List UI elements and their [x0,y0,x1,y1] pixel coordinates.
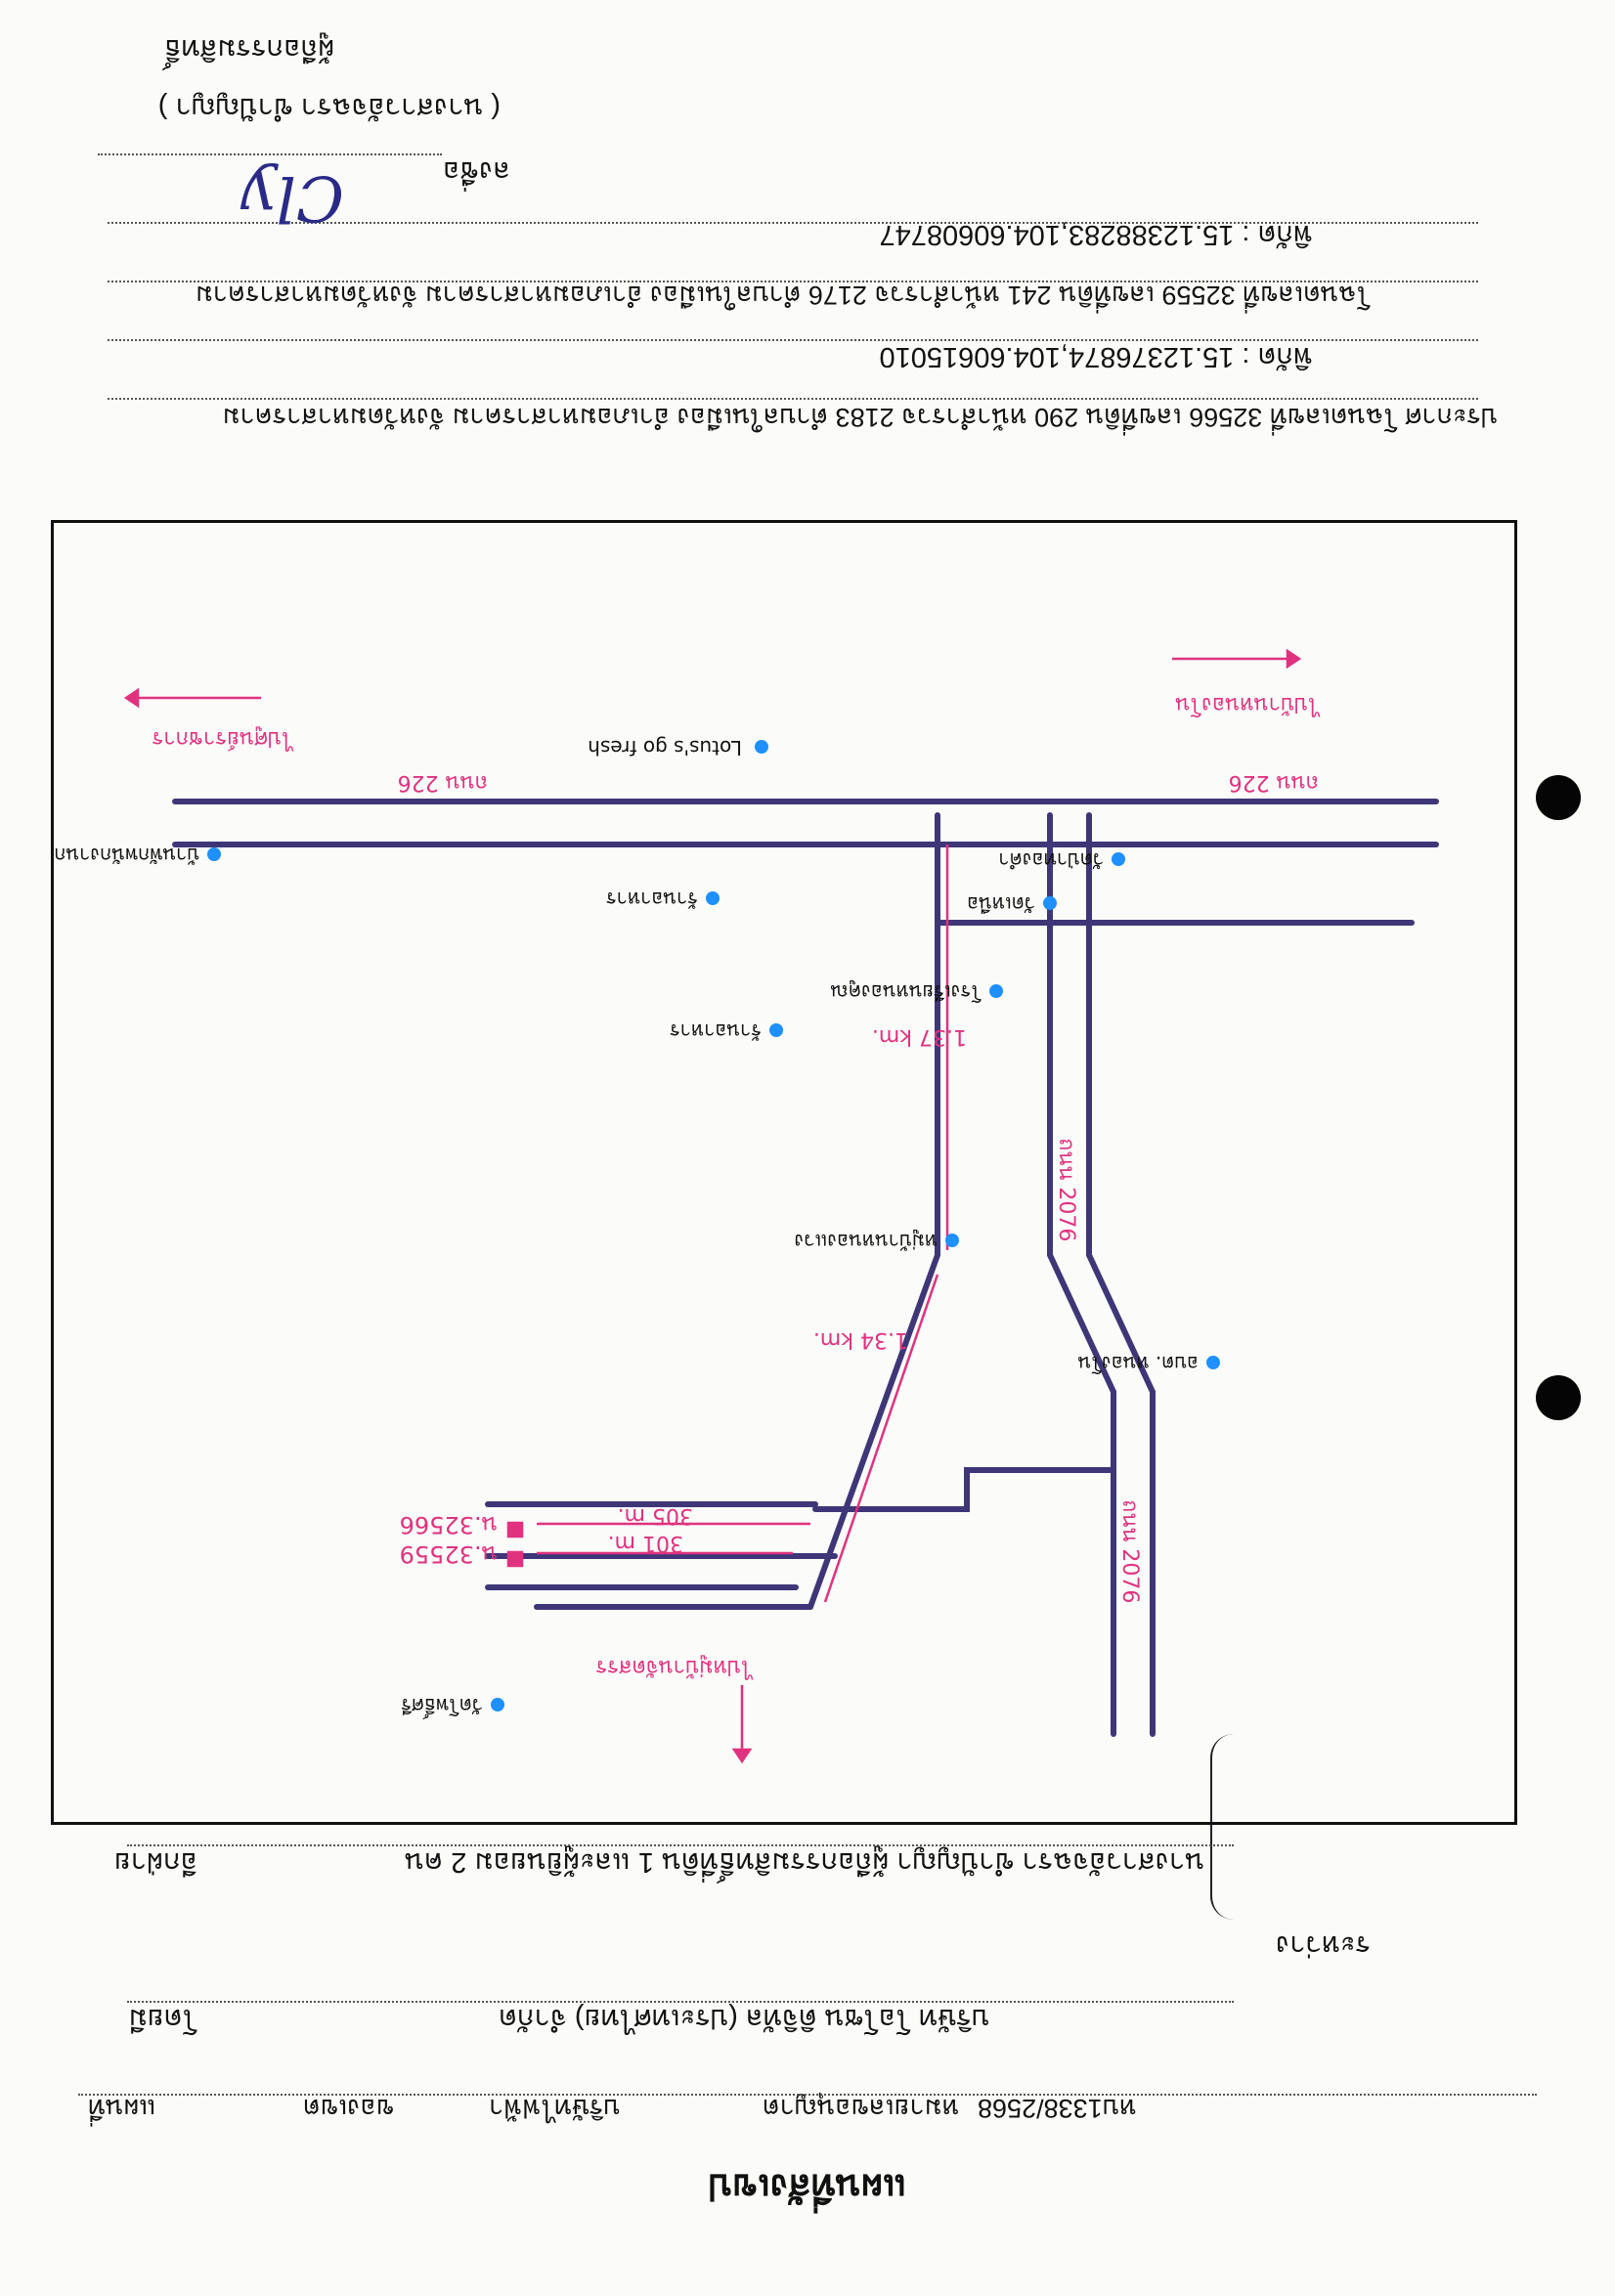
label-road-226-right: ถนน 226 [1229,770,1319,795]
landmark-restaurant-1 [706,891,720,905]
pink-annotations [123,648,1302,1764]
handwritten-signature: Cly [240,161,344,234]
label-distance-upper: 1.37 km. [872,1024,967,1049]
parcel-2-coord: พิกัด : 15.12388283,104.60608747 [879,219,1312,250]
landmark-label-10: วัดโพธิ์ศรี [401,1694,483,1720]
landmark-label-5: โรงเรียนหนองคูณ [830,979,982,1004]
landmark-markers [207,740,1220,1711]
label-dir-left: ไปศูนย์ราชการ [152,726,294,752]
map-canvas: ไปศูนย์ราชการ ไปบ้านหนองโนไปหมู่บ้านจัดสร… [54,648,1439,1764]
branch-road-step [812,1467,1116,1512]
signatory-name: ( นางสาวอัจฉรา ขำปัญญา ) [157,92,501,123]
label-distance-plot1: 305 m. [618,1503,693,1528]
landmark-staff-housing [207,847,221,861]
sign-label: ลงชื่อ [442,155,510,187]
parcel-1-coord: พิกัด : 15.12376874,104.60615010 [879,341,1312,372]
applicant-line-2: นางสาวอัจฉรา ขำปัญญา ผู้ถือกรรมสิทธิ์ที่… [404,1846,1204,1878]
landmark-lotus [755,740,768,754]
applicant-line-2-suffix: อีกฝ่าย [113,1846,197,1878]
parcel-2-underline [108,281,1478,282]
road-network [172,799,1439,1737]
label-dir-right: ไปบ้านหนองโน [1175,692,1321,717]
applicant-line-1: บริษัท โอโซน ดิจิทัล (ประเทศไทย) จำกัด [499,2003,989,2034]
landmark-village [945,1234,959,1247]
landmark-restaurant-2 [769,1023,783,1037]
punch-hole-1 [1536,1375,1581,1420]
applicant-side-label: ระหว่าง [1276,1929,1371,1961]
applicant-line-1-suffix: โดยมี [128,2003,197,2034]
landmark-label-4: วัดเหนือ [967,892,1035,916]
parcel-1-coord-underline [108,339,1478,341]
landmark-temple-north [1043,896,1057,910]
label-road-2076-lower: ถนน 2076 [1117,1499,1142,1603]
parcel-1-text: ประกาศ โฉนดเลขที่ 32566 เลขที่ดิน 290 หน… [222,403,1498,432]
parcel-1-underline [108,398,1478,400]
landmark-label-6: ร้านอาหาร [670,1019,762,1043]
plot-2-marker [506,1550,524,1568]
label-dir-bottom: ไปหมู่บ้านจัดสรร [595,1655,754,1680]
punch-hole-2 [1536,775,1581,820]
landmark-label-9: อบต. หนองโน [1077,1352,1199,1375]
arrow-right-head [1286,648,1302,670]
plot-label-1: น.32566 [400,1511,498,1538]
plot-1-marker [506,1521,524,1538]
label-road-226-left: ถนน 226 [398,770,488,795]
landmark-sao [1206,1356,1220,1369]
landmark-label-8: วัดป่าทองคำ [998,848,1104,872]
landmark-wat-pa [1112,852,1125,866]
arrow-left-head [123,687,140,709]
landmark-label-7: หมู่บ้านหนองแวง [795,1229,938,1253]
label-road-2076-upper: ถนน 2076 [1054,1138,1078,1241]
applicant-underline-1 [127,2001,1234,2003]
landmark-label-2: บ้านพักพนักงานการไฟฟ้า [54,844,199,867]
document-title: แผนที่สังเขป [708,2166,907,2207]
plot-label-2: น.32559 [400,1540,498,1568]
landmark-wat-pho [491,1698,504,1711]
landmark-label-3: ร้านอาหาร [606,888,698,911]
landmark-label-1: Lotus's go fresh [588,736,742,759]
arrow-bottom-head [731,1748,753,1764]
distance-line-lower [823,1274,939,1603]
location-map: ไปศูนย์ราชการ ไปบ้านหนองโนไปหมู่บ้านจัดสร… [51,520,1517,1825]
road-2076-bend-left [1086,1252,1156,1395]
road-2076-bend-right [1047,1252,1116,1395]
applicant-underline-2 [127,1844,1234,1846]
signatory-role: ผู้ถือกรรมสิทธิ์ [163,33,334,65]
label-distance-lower: 1.34 km. [813,1327,908,1352]
label-distance-plot2: 301 m. [608,1531,683,1555]
header-underline [78,2094,1537,2096]
side-road-diagonal [808,1252,940,1610]
sign-underline [98,153,442,155]
landmark-school [989,984,1003,998]
